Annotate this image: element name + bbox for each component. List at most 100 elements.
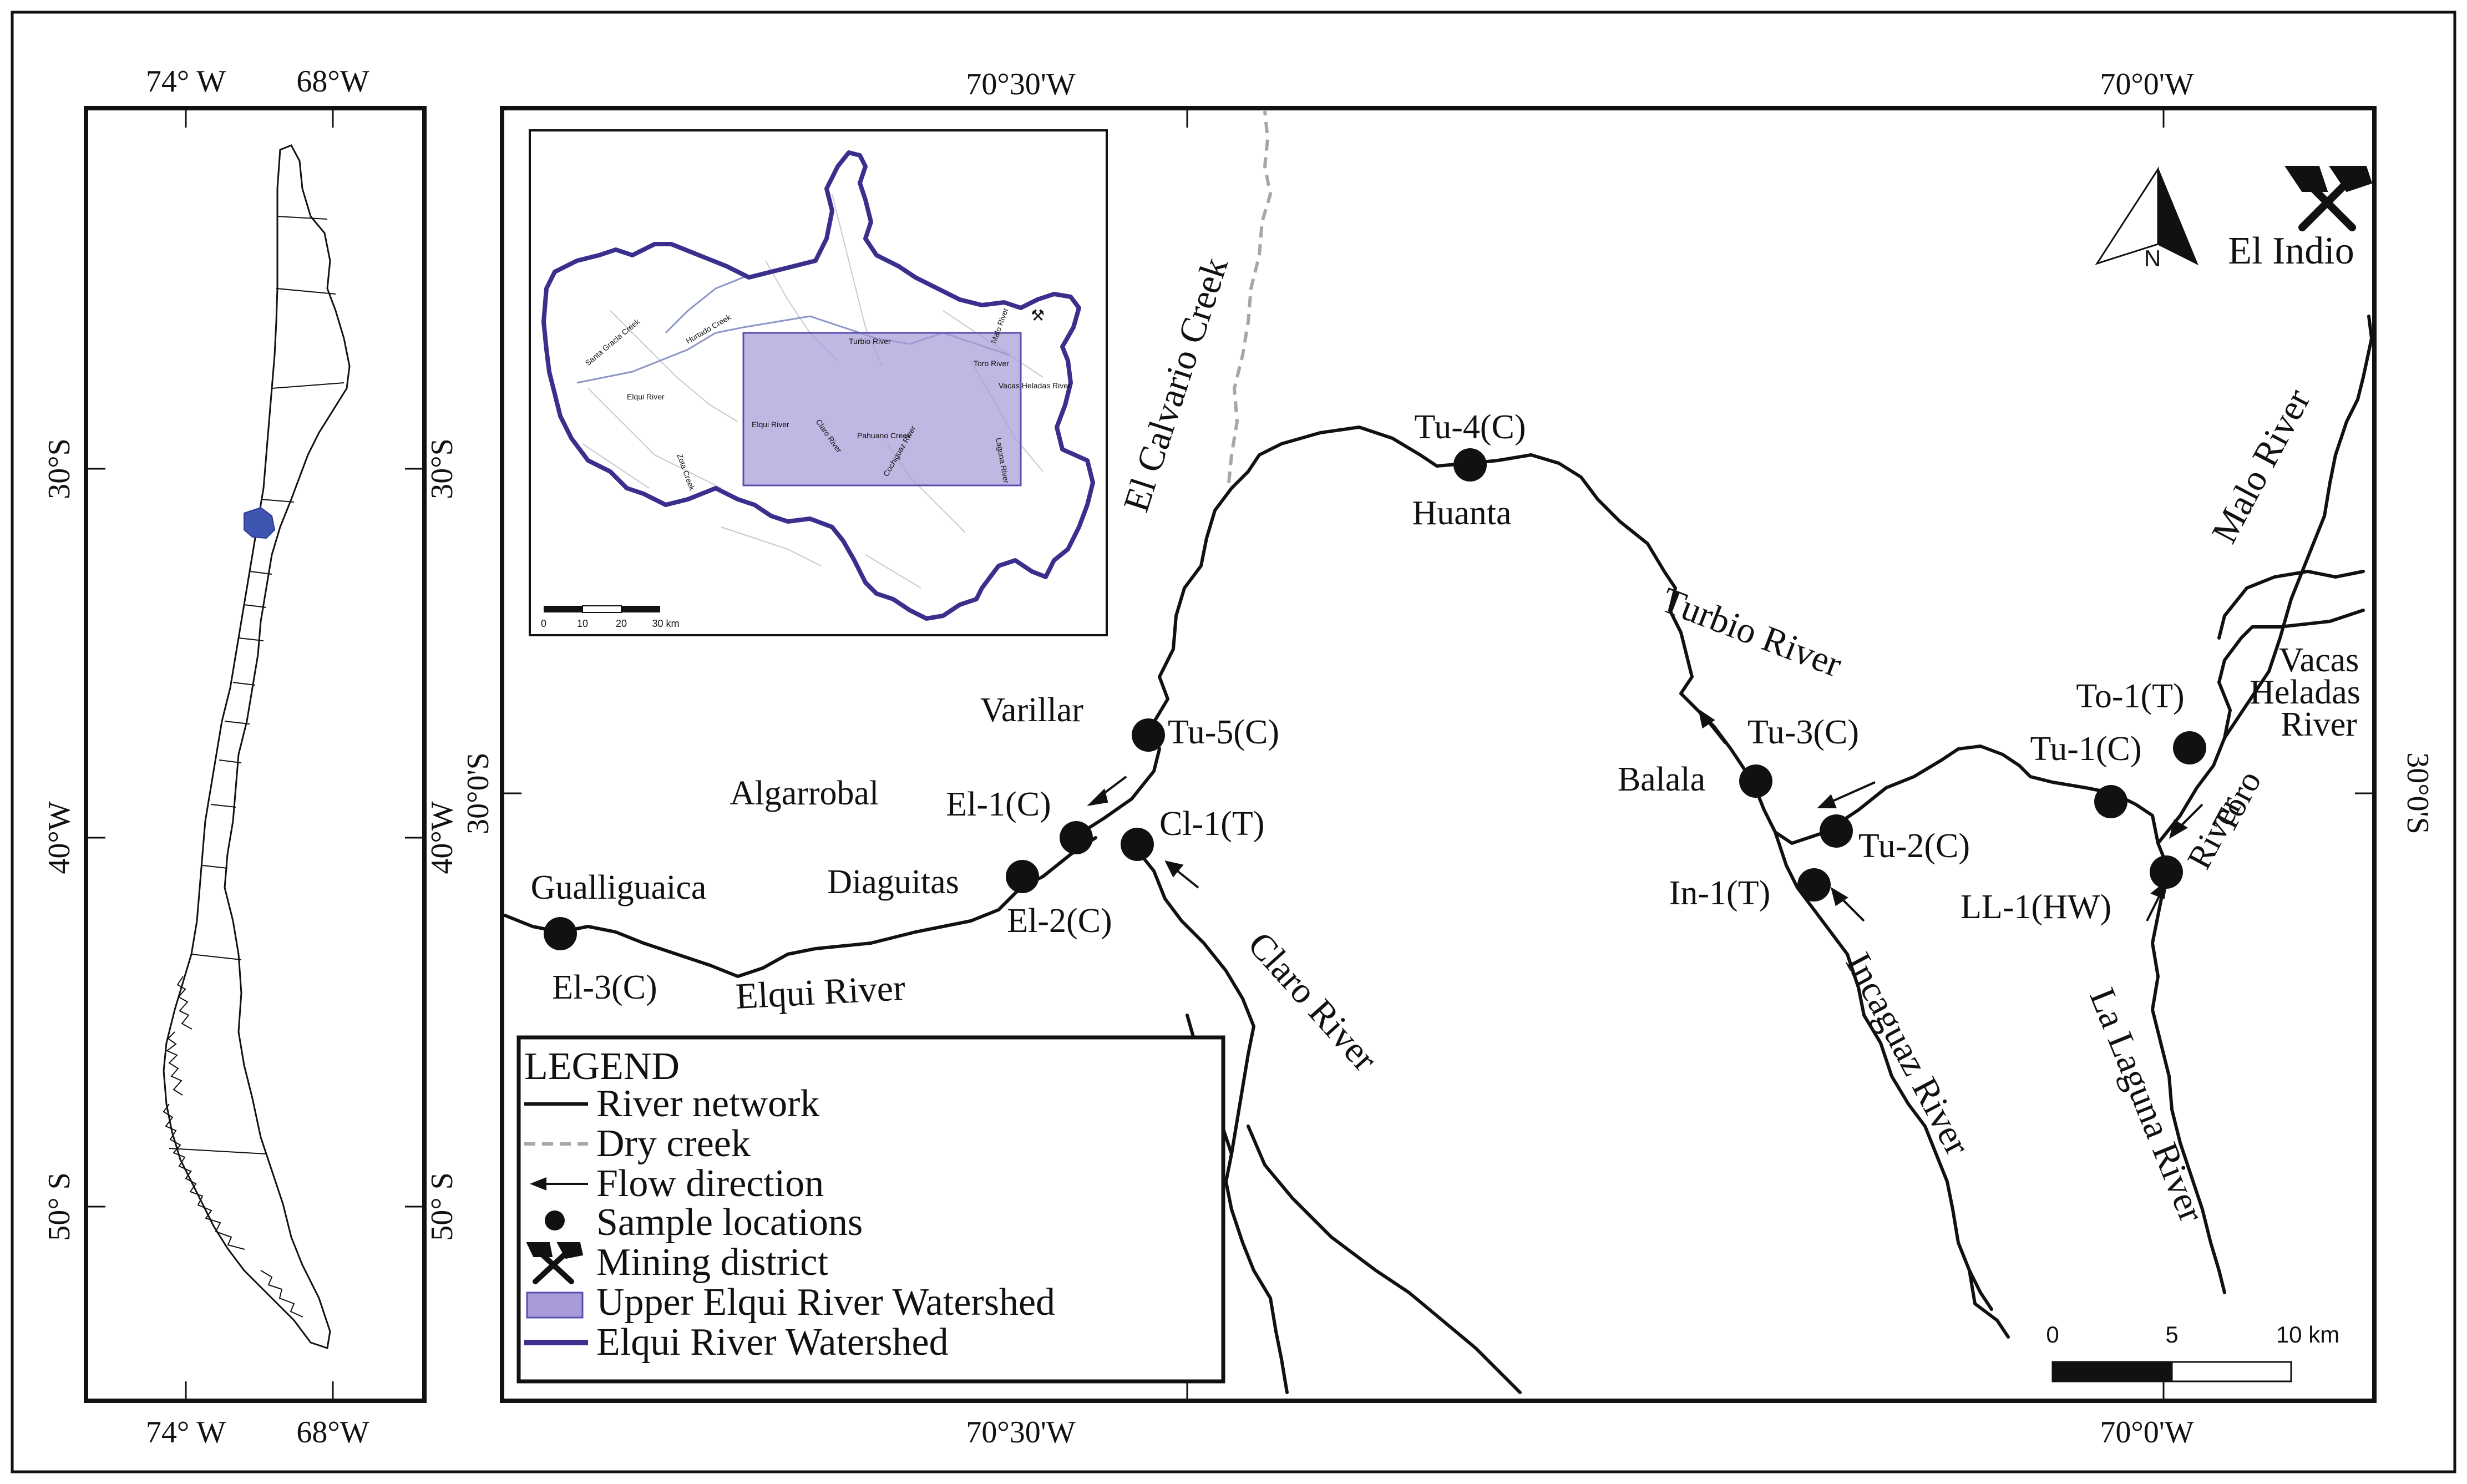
scale-tick-5: 5 bbox=[2165, 1321, 2178, 1348]
chile-bottom-tick-74: 74° W bbox=[146, 1415, 226, 1450]
place-label-varillar: Varillar bbox=[980, 691, 1083, 729]
upper-elqui-watershed-box bbox=[742, 332, 1022, 487]
legend-label-elqui-watershed: Elqui River Watershed bbox=[596, 1321, 949, 1364]
river-label-vacas-3: River bbox=[2281, 706, 2357, 743]
flow-arrow-icon bbox=[1164, 860, 1199, 889]
legend-swatch-crossed-hammers-icon bbox=[526, 1242, 584, 1284]
river-label-elqui: Elqui River bbox=[734, 968, 906, 1017]
sample-label-tu2: Tu-2(C) bbox=[1858, 827, 1970, 865]
sample-label-el3: El-3(C) bbox=[552, 969, 657, 1006]
sample-dot-to1 bbox=[2173, 731, 2206, 764]
legend-swatch-upper-watershed bbox=[526, 1291, 584, 1319]
sample-dot-cl1 bbox=[1121, 828, 1154, 861]
inset-label-pahuano: Pahuano Creek bbox=[857, 431, 911, 440]
chile-bottom-tick-68: 68°W bbox=[296, 1415, 369, 1450]
flow-arrow-icon bbox=[1830, 887, 1865, 922]
chile-top-tick-74: 74° W bbox=[146, 64, 226, 99]
flow-arrows bbox=[1087, 708, 2203, 922]
sample-dot-el1 bbox=[1060, 821, 1093, 854]
sample-dot-tu4 bbox=[1453, 448, 1487, 482]
flow-arrow-icon bbox=[2169, 803, 2203, 839]
sample-label-tu1: Tu-1(C) bbox=[2030, 730, 2142, 768]
sample-label-el2: El-2(C) bbox=[1007, 902, 1112, 940]
river-network bbox=[503, 315, 2373, 1394]
sample-dot-in1 bbox=[1797, 868, 1831, 901]
sample-dot-ll1 bbox=[2150, 855, 2183, 889]
sample-dot-tu1 bbox=[2094, 785, 2127, 818]
chile-right-tick-40: 40°W bbox=[425, 801, 459, 874]
main-left-tick-30s: 30°0'S bbox=[461, 752, 495, 834]
sample-label-tu5: Tu-5(C) bbox=[1168, 713, 1279, 751]
scale-bar: 0 5 10 km bbox=[2046, 1321, 2339, 1382]
main-top-tick-7030: 70°30'W bbox=[966, 67, 1075, 102]
figure-border bbox=[11, 11, 2456, 1473]
mining-district-label: El Indio bbox=[2228, 230, 2354, 272]
inset-label-vacas: Vacas Heladas River bbox=[999, 381, 1071, 390]
mining-district-icon bbox=[2284, 166, 2373, 231]
place-label-gualliguaica: Gualliguaica bbox=[531, 869, 707, 906]
sample-dot-tu3 bbox=[1739, 764, 1772, 798]
sample-label-cl1: Cl-1(T) bbox=[1159, 805, 1264, 843]
chile-outline bbox=[163, 144, 351, 1349]
inset-mining-icon: ⚒ bbox=[1031, 307, 1045, 325]
sample-dot-tu5 bbox=[1132, 718, 1165, 752]
legend-swatch-flow-arrow-icon bbox=[530, 1177, 588, 1191]
sample-locations bbox=[544, 448, 2206, 950]
chile-overview-map: 74° W 68°W 74° W 68°W 30°S 40°W 50° S 30… bbox=[42, 64, 459, 1450]
legend-label-flow-direction: Flow direction bbox=[596, 1162, 824, 1205]
sample-label-tu4: Tu-4(C) bbox=[1415, 408, 1526, 446]
inset-label-elqui-2: Elqui River bbox=[752, 420, 789, 429]
main-study-area-map: 70°30'W 70°0'W 70°30'W 70°0'W 30°0'S 30°… bbox=[461, 67, 2435, 1450]
place-label-algarrobal: Algarrobal bbox=[730, 774, 879, 812]
chile-left-tick-30: 30°S bbox=[42, 438, 77, 499]
river-label-vacas-1: Vacas bbox=[2279, 641, 2359, 679]
legend-label-mining-district: Mining district bbox=[596, 1241, 829, 1284]
inset-scale-20: 20 bbox=[616, 618, 627, 629]
scale-tick-0: 0 bbox=[2046, 1321, 2059, 1348]
inset-scale-0: 0 bbox=[541, 618, 546, 629]
chile-right-tick-30: 30°S bbox=[425, 438, 459, 499]
chile-top-tick-68: 68°W bbox=[296, 64, 369, 99]
el-calvario-dry-creek bbox=[1227, 110, 1273, 483]
inset-scale-10: 10 bbox=[577, 618, 588, 629]
flow-arrow-icon bbox=[1698, 708, 1726, 744]
main-right-tick-30s: 30°0'S bbox=[2400, 752, 2435, 834]
sample-label-el1: El-1(C) bbox=[946, 786, 1051, 823]
elqui-watershed-location bbox=[244, 507, 276, 539]
inset-label-turbio: Turbio River bbox=[849, 337, 891, 346]
place-label-balala: Balala bbox=[1618, 761, 1705, 798]
sample-dot-tu2 bbox=[1820, 814, 1853, 848]
scale-tick-10: 10 km bbox=[2276, 1321, 2339, 1348]
main-bottom-tick-7000: 70°0'W bbox=[2100, 1415, 2194, 1450]
legend: LEGEND River network Dry creek Flow dire… bbox=[516, 1035, 1225, 1384]
sample-label-in1: In-1(T) bbox=[1669, 874, 1770, 912]
north-arrow-icon: N bbox=[2095, 166, 2198, 271]
sample-label-ll1: LL-1(HW) bbox=[1961, 888, 2111, 926]
sample-label-to1: To-1(T) bbox=[2076, 677, 2184, 715]
inset-label-elqui-1: Elqui River bbox=[627, 392, 665, 401]
flow-arrow-icon bbox=[1087, 776, 1127, 806]
place-label-huanta: Huanta bbox=[1412, 494, 1511, 532]
inset-label-toro: Toro River bbox=[974, 359, 1009, 368]
legend-label-river-network: River network bbox=[596, 1082, 819, 1125]
inset-scale-30: 30 km bbox=[652, 618, 679, 629]
legend-label-dry-creek: Dry creek bbox=[596, 1122, 751, 1165]
sample-dot-el2 bbox=[1006, 860, 1039, 893]
inset-scale-bar: 0 10 20 30 km bbox=[541, 605, 680, 629]
legend-box bbox=[516, 1035, 1225, 1384]
river-label-vacas-2: Heladas bbox=[2250, 673, 2360, 711]
sample-label-tu3: Tu-3(C) bbox=[1747, 713, 1859, 751]
chile-left-tick-40: 40°W bbox=[42, 801, 77, 874]
legend-label-sample-locations: Sample locations bbox=[596, 1201, 863, 1244]
chile-left-tick-50: 50° S bbox=[42, 1172, 77, 1241]
north-label: N bbox=[2144, 245, 2161, 271]
chile-right-tick-50: 50° S bbox=[425, 1172, 459, 1241]
watershed-inset-map: Turbio River Elqui River Elqui River Cla… bbox=[529, 129, 1108, 636]
main-top-tick-7000: 70°0'W bbox=[2100, 67, 2194, 102]
main-bottom-tick-7030: 70°30'W bbox=[966, 1415, 1075, 1450]
flow-arrow-icon bbox=[1817, 781, 1876, 808]
sample-dot-el3 bbox=[544, 917, 577, 950]
legend-title: LEGEND bbox=[524, 1045, 680, 1088]
legend-swatch-sample-dot bbox=[545, 1211, 565, 1230]
